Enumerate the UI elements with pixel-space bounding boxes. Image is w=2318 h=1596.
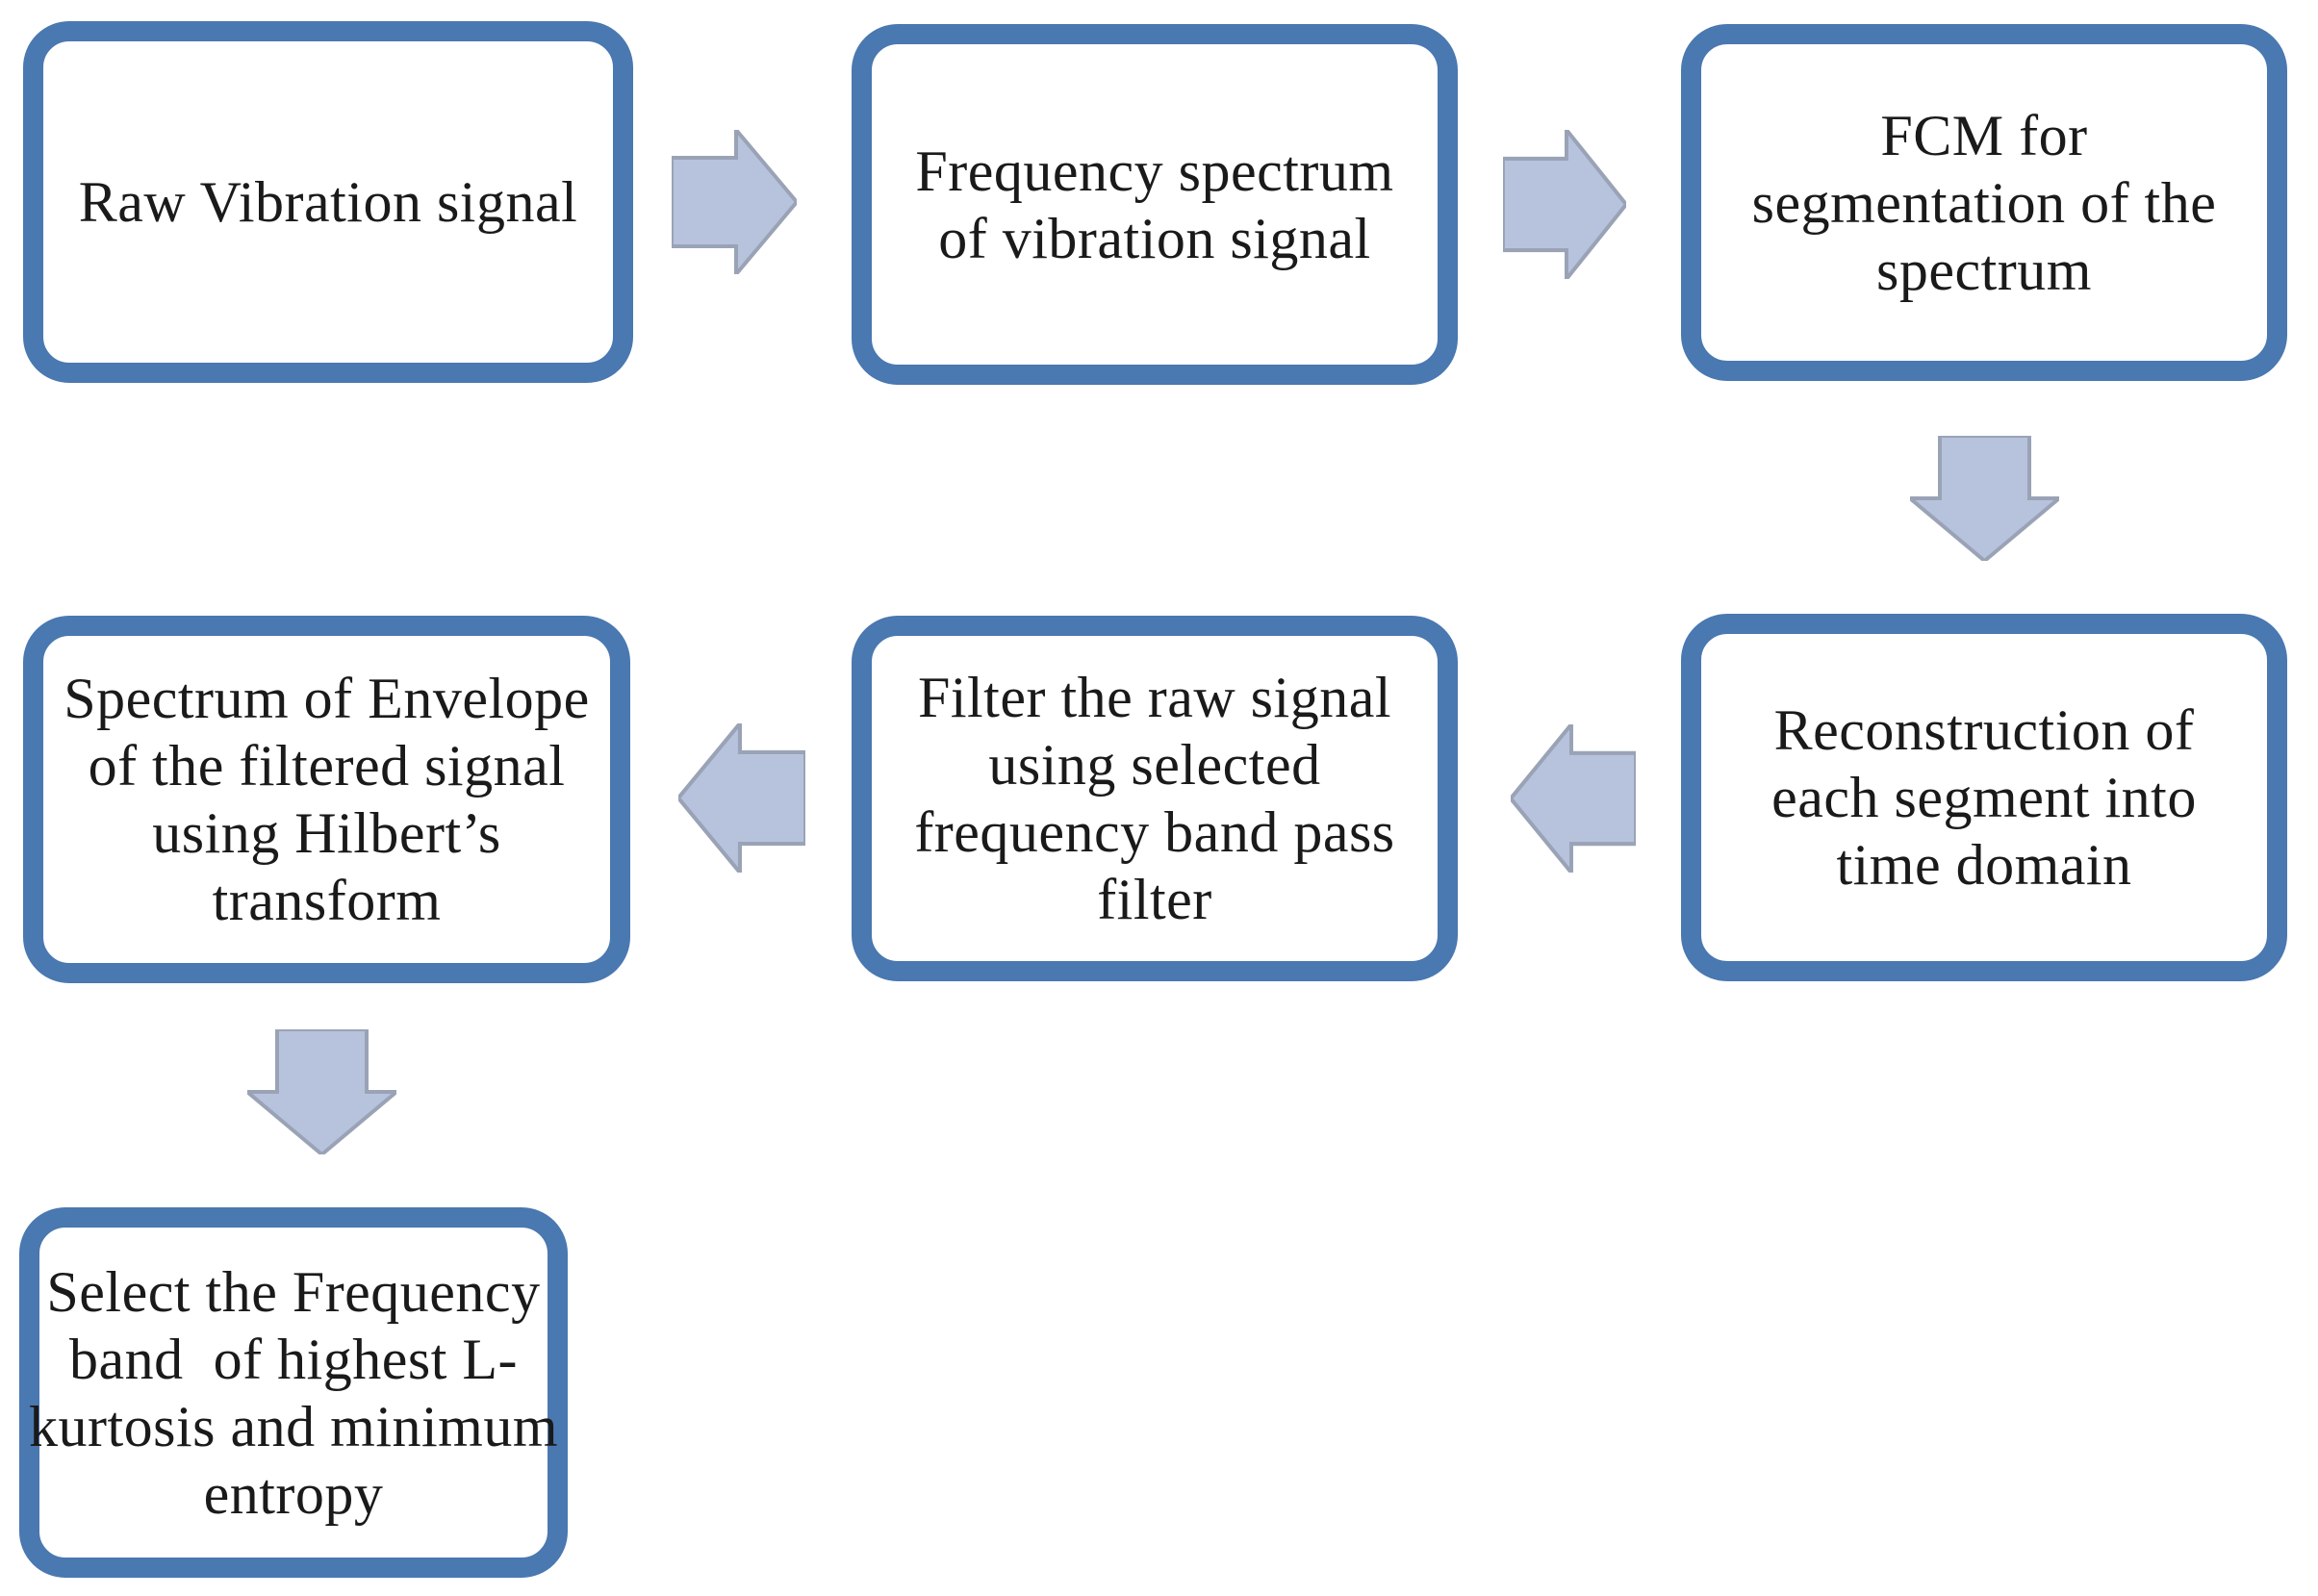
flow-arrow-right-icon: [1503, 130, 1626, 279]
node-label: Raw Vibration signal: [78, 170, 578, 234]
flow-node-filter-raw-signal: Filter the raw signal using selected fre…: [852, 616, 1458, 981]
flow-node-envelope-spectrum: Spectrum of Envelope of the filtered sig…: [23, 616, 630, 983]
node-label: FCM for segmentation of the spectrum: [1751, 103, 2217, 302]
node-label: Frequency spectrum of vibration signal: [915, 139, 1394, 270]
flow-node-raw-signal: Raw Vibration signal: [23, 21, 633, 383]
flow-arrow-down-icon: [247, 1029, 396, 1154]
flow-arrow-down-icon: [1910, 436, 2059, 561]
flow-arrow-left-icon: [1511, 724, 1636, 873]
flow-arrow-right-icon: [672, 130, 797, 274]
flow-node-reconstruction: Reconstruction of each segment into time…: [1681, 614, 2287, 981]
node-label: Filter the raw signal using selected fre…: [914, 666, 1395, 931]
flow-node-select-band: Select the Frequency band of highest L- …: [19, 1207, 568, 1578]
node-label: Reconstruction of each segment into time…: [1771, 698, 2197, 897]
node-label: Select the Frequency band of highest L- …: [29, 1259, 558, 1526]
flow-arrow-left-icon: [678, 723, 805, 873]
flow-node-frequency-spectrum: Frequency spectrum of vibration signal: [852, 24, 1458, 385]
flow-node-fcm-segmentation: FCM for segmentation of the spectrum: [1681, 24, 2287, 381]
node-label: Spectrum of Envelope of the filtered sig…: [64, 667, 590, 932]
